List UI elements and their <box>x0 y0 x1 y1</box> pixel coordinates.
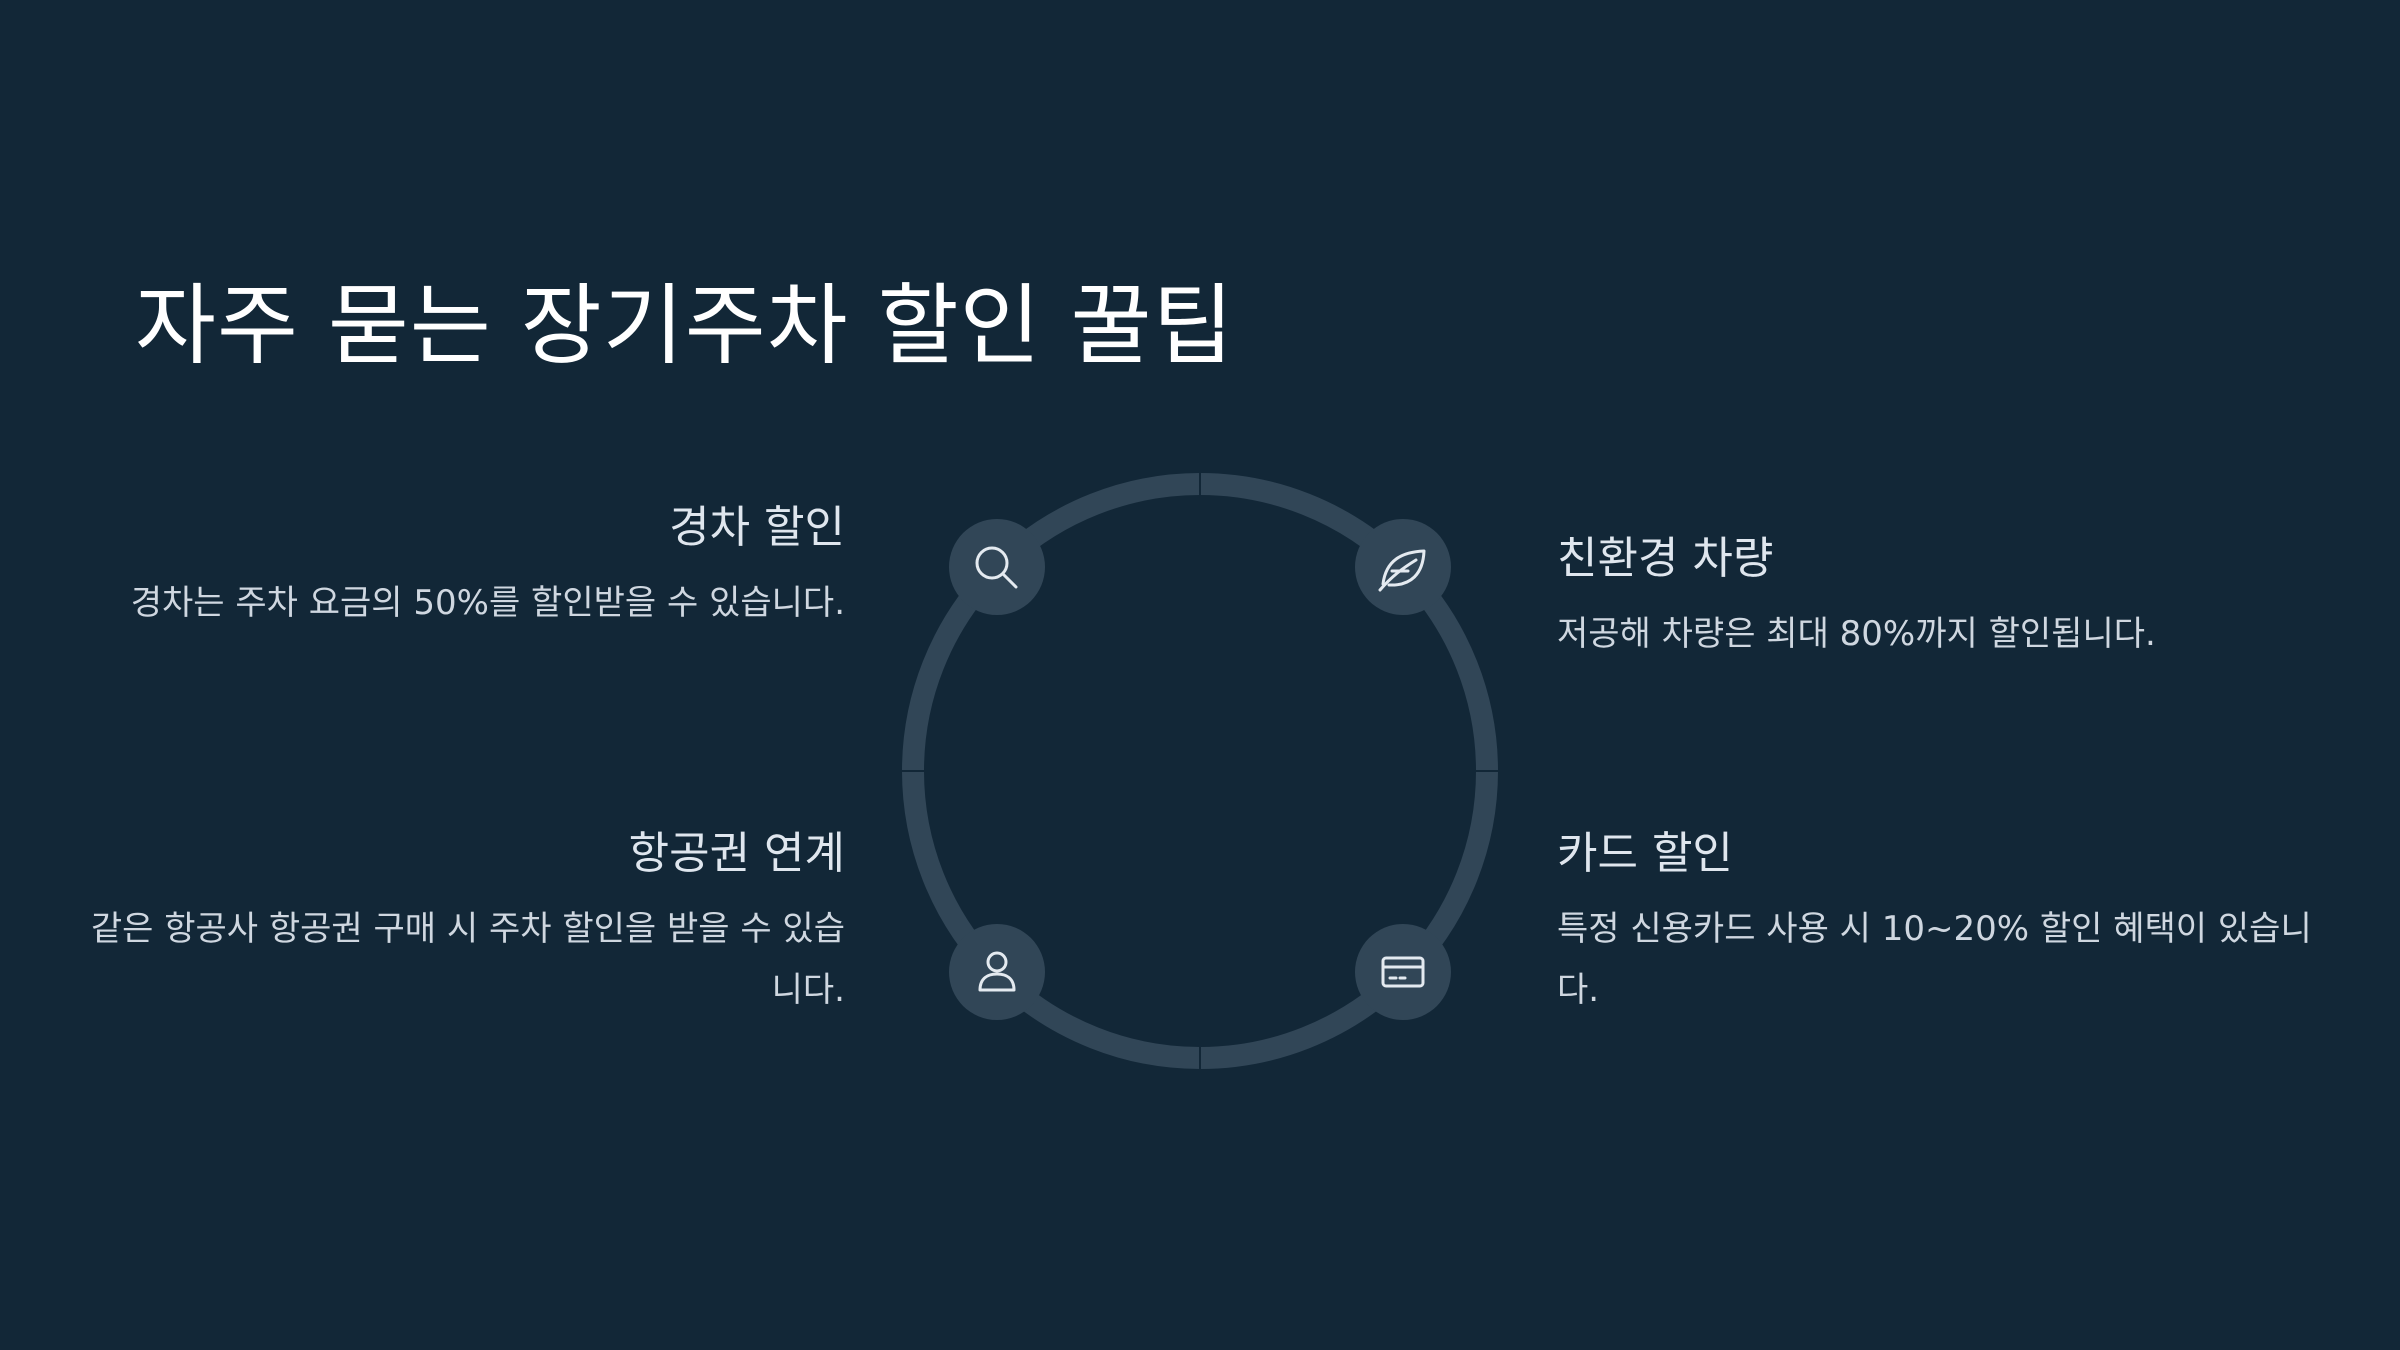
user-icon <box>978 951 1016 992</box>
node-airline-ticket <box>949 924 1045 1020</box>
item-title: 경차 할인 <box>669 502 845 553</box>
leaf-icon <box>1378 549 1426 592</box>
credit-card-icon <box>1381 956 1425 988</box>
item-title: 친환경 차량 <box>1557 533 1774 584</box>
item-description: 특정 신용카드 사용 시 10~20% 할인 혜택이 있습니다. <box>1557 908 2312 1010</box>
item-description: 저공해 차량은 최대 80%까지 할인됩니다. <box>1557 613 2156 654</box>
item-compact-car: 경차 할인 경차는 주차 요금의 50%를 할인받을 수 있습니다. <box>85 502 845 634</box>
page-title: 자주 묻는 장기주차 할인 꿀팁 <box>135 274 1235 377</box>
item-card-discount: 카드 할인 특정 신용카드 사용 시 10~20% 할인 혜택이 있습니다. <box>1557 828 2317 1021</box>
node-card-discount <box>1355 924 1451 1020</box>
item-description: 같은 항공사 항공권 구매 시 주차 할인을 받을 수 있습니다. <box>90 908 845 1010</box>
item-airline-ticket: 항공권 연계 같은 항공사 항공권 구매 시 주차 할인을 받을 수 있습니다. <box>85 828 845 1021</box>
search-icon <box>975 546 1018 589</box>
item-eco-vehicle: 친환경 차량 저공해 차량은 최대 80%까지 할인됩니다. <box>1557 533 2317 665</box>
item-title: 카드 할인 <box>1557 828 1733 879</box>
item-description: 경차는 주차 요금의 50%를 할인받을 수 있습니다. <box>130 582 845 623</box>
node-compact-car <box>949 519 1045 615</box>
item-title: 항공권 연계 <box>628 828 845 879</box>
node-eco-vehicle <box>1355 519 1451 615</box>
